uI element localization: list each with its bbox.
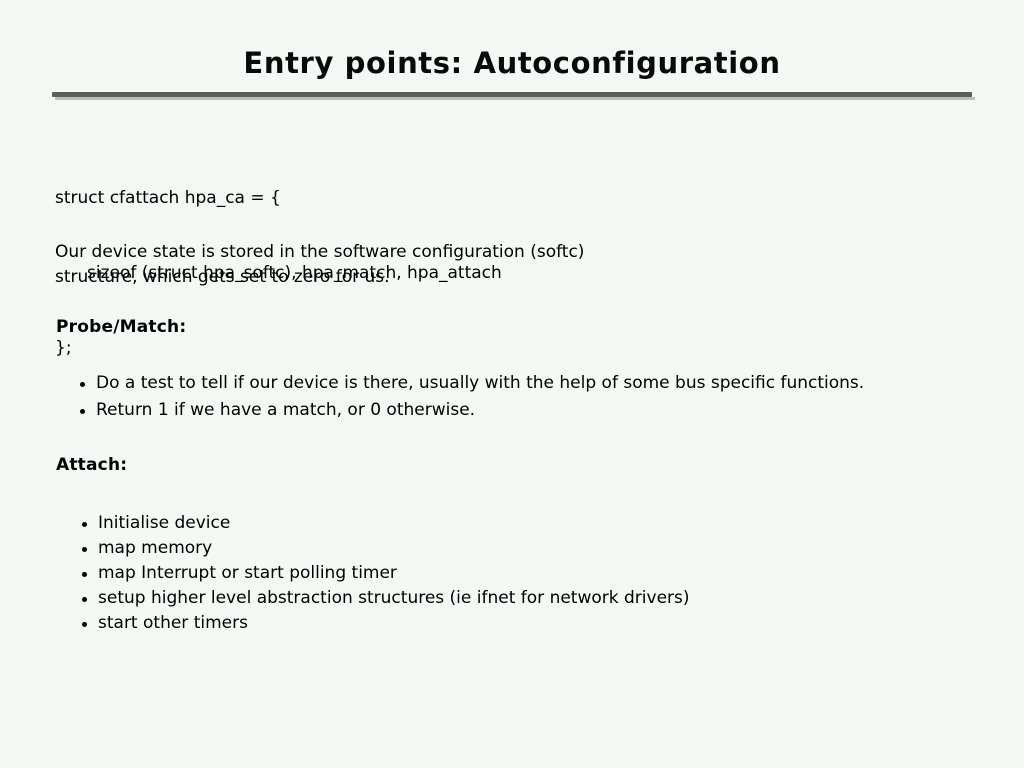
- title-divider-shadow: [55, 97, 975, 100]
- list-item-label: Return 1 if we have a match, or 0 otherw…: [96, 400, 476, 420]
- list-item-label: Initialise device: [98, 513, 231, 533]
- title-divider: [52, 92, 972, 97]
- bullet-dot-icon: [80, 381, 85, 387]
- list-item-label: Do a test to tell if our device is there…: [96, 373, 865, 393]
- bullet-dot-icon: [82, 546, 87, 552]
- section-heading-attach: Attach:: [56, 455, 128, 475]
- code-block: struct cfattach hpa_ca = { sizeof (struc…: [55, 136, 502, 411]
- code-line: sizeof (struct hpa_softc), hpa_match, hp…: [87, 263, 502, 283]
- list-item: map Interrupt or start polling timer: [82, 561, 690, 586]
- paragraph-line: structure, which gets set to zero for us…: [55, 267, 390, 287]
- list-item: setup higher level abstraction structure…: [82, 586, 690, 611]
- list-item: Do a test to tell if our device is there…: [80, 370, 864, 397]
- bullet-dot-icon: [82, 571, 87, 577]
- bullet-list-attach: Initialise device map memory map Interru…: [82, 511, 690, 636]
- code-line: };: [55, 338, 72, 358]
- bullet-dot-icon: [80, 408, 85, 414]
- list-item: Return 1 if we have a match, or 0 otherw…: [80, 397, 864, 424]
- bullet-dot-icon: [82, 621, 87, 627]
- list-item-label: map memory: [98, 538, 213, 558]
- list-item: map memory: [82, 536, 690, 561]
- paragraph-line: Our device state is stored in the softwa…: [55, 242, 585, 262]
- code-line: struct cfattach hpa_ca = {: [55, 188, 281, 208]
- description-paragraph: Our device state is stored in the softwa…: [55, 240, 584, 290]
- bullet-dot-icon: [82, 596, 87, 602]
- page-title: Entry points: Autoconfiguration: [243, 46, 781, 80]
- bullet-dot-icon: [82, 521, 87, 527]
- list-item-label: start other timers: [98, 613, 248, 633]
- bullet-list-probe-match: Do a test to tell if our device is there…: [80, 370, 864, 424]
- title-block: Entry points: Autoconfiguration: [0, 46, 1024, 80]
- list-item: Initialise device: [82, 511, 690, 536]
- list-item-label: setup higher level abstraction structure…: [98, 588, 690, 608]
- list-item: start other timers: [82, 611, 690, 636]
- list-item-label: map Interrupt or start polling timer: [98, 563, 397, 583]
- section-heading-probe-match: Probe/Match:: [56, 317, 187, 337]
